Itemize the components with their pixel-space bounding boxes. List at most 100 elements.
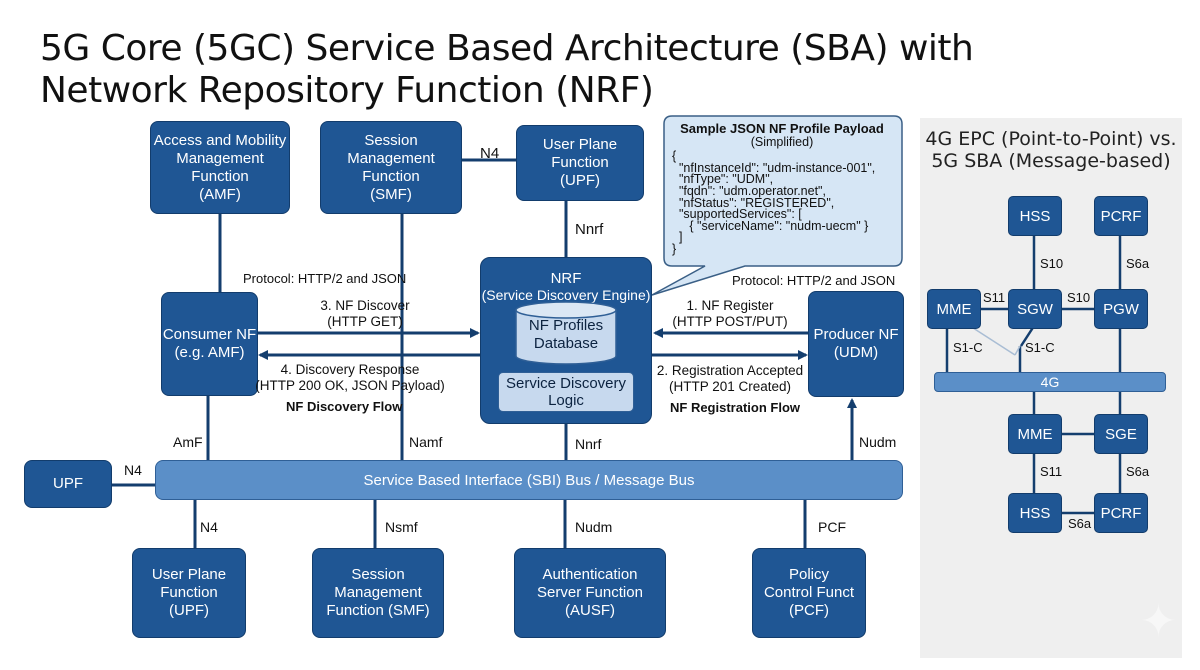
pcf-box[interactable]: Policy Control Funct (PCF) xyxy=(752,548,866,638)
panel-s10-pgw-label: S10 xyxy=(1067,290,1091,305)
n4-smf-upf-label: N4 xyxy=(480,145,500,162)
protocol-label-left: Protocol: HTTP/2 and JSON xyxy=(243,271,407,286)
consumer-nf-box[interactable]: Consumer NF (e.g. AMF) xyxy=(161,292,258,396)
nudm-bottom-label: Nudm xyxy=(575,519,613,535)
panel-s6a-pcrf-label: S6a xyxy=(1126,256,1150,271)
smf-bottom-label-3: Function (SMF) xyxy=(326,602,430,619)
bottom-n4-label: N4 xyxy=(200,519,218,535)
registration-flow-label: NF Registration Flow xyxy=(670,400,800,415)
nf-discover-label: 3. NF Discover (HTTP GET) xyxy=(285,298,445,330)
smf-top-label-4: (SMF) xyxy=(370,185,412,203)
nnrf-upf-label: Nnrf xyxy=(575,221,604,238)
page-title: 5G Core (5GC) Service Based Architecture… xyxy=(40,28,974,112)
panel-hss-bottom[interactable]: HSS xyxy=(1008,493,1062,533)
panel-s1c-right-label: S1-C xyxy=(1025,340,1055,355)
panel-pcrf-top[interactable]: PCRF xyxy=(1094,196,1148,236)
smf-bottom-label-1: Session xyxy=(351,566,405,583)
ausf-label-1: Authentication xyxy=(542,566,638,583)
database-cylinder-icon xyxy=(515,301,617,365)
logic-label-2: Logic xyxy=(548,392,584,409)
discovery-response-label: 4. Discovery Response (HTTP 200 OK, JSON… xyxy=(255,362,445,394)
panel-mme-top[interactable]: MME xyxy=(927,289,981,329)
amf-bus-label: AmF xyxy=(173,434,203,450)
nrf-box[interactable]: NRF (Service Discovery Engine) NF Profil… xyxy=(480,257,652,424)
producer-nf-box[interactable]: Producer NF (UDM) xyxy=(808,291,904,397)
smf-top-label-3: Function xyxy=(362,167,420,185)
nf-register-method: (HTTP POST/PUT) xyxy=(672,314,788,329)
callout-json-payload: { "nfInstanceId": "udm-instance-001", "n… xyxy=(672,149,876,256)
panel-s6a-right-label: S6a xyxy=(1126,464,1150,479)
panel-s11-label: S11 xyxy=(983,290,1006,305)
nf-register-step: 1. NF Register xyxy=(686,298,774,313)
amf-top-box[interactable]: Access and Mobility Management Function … xyxy=(150,121,290,214)
discovery-response-detail: (HTTP 200 OK, JSON Payload) xyxy=(255,378,445,393)
nf-register-label: 1. NF Register (HTTP POST/PUT) xyxy=(665,298,795,330)
nf-discover-method: (HTTP GET) xyxy=(327,314,403,329)
panel-hss-top[interactable]: HSS xyxy=(1008,196,1062,236)
panel-connector-lines xyxy=(945,236,1122,515)
comparison-panel: 4G EPC (Point-to-Point) vs. 5G SBA (Mess… xyxy=(920,118,1182,658)
logic-label-1: Service Discovery xyxy=(505,375,627,392)
upf-bottom-label-1: User Plane xyxy=(151,566,227,583)
pcf-label-1: Policy xyxy=(788,566,829,583)
smf-top-box[interactable]: Session Management Function (SMF) xyxy=(320,121,462,214)
pcf-label-2: Control Funct xyxy=(763,584,855,601)
consumer-nf-example: (e.g. AMF) xyxy=(174,344,245,361)
panel-s6a-bottom-label: S6a xyxy=(1068,516,1092,531)
panel-pcrf-bottom[interactable]: PCRF xyxy=(1094,493,1148,533)
upf-left-label: UPF xyxy=(53,475,83,492)
discovery-response-step: 4. Discovery Response xyxy=(280,362,420,377)
producer-nf-type: (UDM) xyxy=(833,344,879,361)
json-callout: Sample JSON NF Profile Payload (Simplifi… xyxy=(662,116,902,266)
nf-discover-step: 3. NF Discover xyxy=(320,298,410,313)
nrf-title: NRF xyxy=(550,270,582,287)
amf-top-label-3: Function xyxy=(191,167,249,185)
registration-accepted-step: 2. Registration Accepted xyxy=(656,363,804,378)
callout-subtitle: (Simplified) xyxy=(750,134,814,149)
smf-bottom-box[interactable]: Session Management Function (SMF) xyxy=(312,548,444,638)
comparison-title-line-1: 4G EPC (Point-to-Point) vs. xyxy=(925,128,1177,150)
panel-sge[interactable]: SGE xyxy=(1094,414,1148,454)
callout-title: Sample JSON NF Profile Payload xyxy=(680,121,884,136)
database-label-2: Database xyxy=(533,335,599,352)
panel-sgw[interactable]: SGW xyxy=(1008,289,1062,329)
amf-top-label-4: (AMF) xyxy=(199,185,241,203)
comparison-title: 4G EPC (Point-to-Point) vs. 5G SBA (Mess… xyxy=(920,128,1182,172)
title-line-1: 5G Core (5GC) Service Based Architecture… xyxy=(40,28,974,69)
upf-left-box[interactable]: UPF xyxy=(24,460,112,508)
upf-top-label-2: Function xyxy=(551,154,609,171)
upf-bottom-label-3: (UPF) xyxy=(169,602,209,619)
upf-top-label-3: (UPF) xyxy=(560,172,600,189)
ausf-box[interactable]: Authentication Server Function (AUSF) xyxy=(514,548,666,638)
upf-top-box[interactable]: User Plane Function (UPF) xyxy=(516,125,644,201)
panel-mme-bottom[interactable]: MME xyxy=(1008,414,1062,454)
amf-top-label-2: Management xyxy=(176,149,264,167)
nnrf-bus-label: Nnrf xyxy=(575,436,602,452)
ausf-label-2: Server Function xyxy=(537,584,643,601)
namf-label: Namf xyxy=(409,434,443,450)
panel-4g-bar[interactable]: 4G xyxy=(934,372,1166,392)
smf-bottom-label-2: Management xyxy=(334,584,422,601)
pcf-label: PCF xyxy=(818,519,846,535)
panel-pgw[interactable]: PGW xyxy=(1094,289,1148,329)
panel-s1c-left-label: S1-C xyxy=(953,340,983,355)
registration-accepted-label: 2. Registration Accepted (HTTP 201 Creat… xyxy=(655,363,805,395)
service-discovery-logic[interactable]: Service Discovery Logic xyxy=(498,372,634,412)
sbi-bus[interactable]: Service Based Interface (SBI) Bus / Mess… xyxy=(155,460,903,500)
nudm-top-label: Nudm xyxy=(859,434,897,450)
upf-bottom-label-2: Function xyxy=(160,584,218,601)
json-callout-bubble xyxy=(651,115,903,296)
title-line-2: Network Repository Function (NRF) xyxy=(40,70,654,111)
discovery-flow-label: NF Discovery Flow xyxy=(286,399,403,414)
pcf-label-3: (PCF) xyxy=(789,602,829,619)
consumer-nf-label: Consumer NF xyxy=(162,326,257,343)
upf-top-label-1: User Plane xyxy=(542,136,618,153)
nsmf-label: Nsmf xyxy=(385,519,418,535)
nf-profiles-database[interactable]: NF Profiles Database xyxy=(514,301,618,365)
upf-bottom-box[interactable]: User Plane Function (UPF) xyxy=(132,548,246,638)
panel-s11-bottom-label: S11 xyxy=(1040,464,1063,479)
registration-accepted-detail: (HTTP 201 Created) xyxy=(668,379,792,394)
database-label-1: NF Profiles xyxy=(528,317,604,334)
protocol-label-right: Protocol: HTTP/2 and JSON xyxy=(732,273,896,288)
